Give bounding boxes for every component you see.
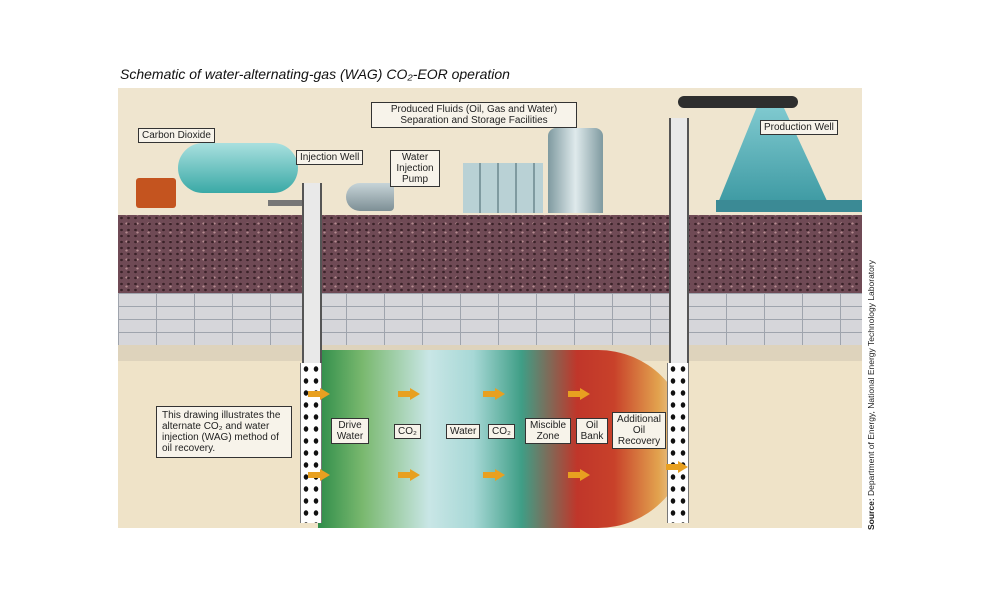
flow-arrow-icon [398,469,420,481]
production-well-perforations [667,363,689,523]
flow-arrow-icon [308,388,330,400]
pipeline-icon [268,200,308,206]
pumpjack-icon [678,96,798,108]
wag-diagram: Carbon Dioxide Injection Well Water Inje… [118,88,862,528]
source-label: Source: [866,498,876,530]
zone-drive-water: Drive Water [331,418,369,444]
zone-additional-oil-recovery: Additional Oil Recovery [612,412,666,449]
injection-well-perforations [300,363,322,523]
co2-tanker-icon [178,143,298,193]
zone-co2: CO₂ [394,424,421,439]
truck-icon [136,178,176,208]
label-injection-well: Injection Well [296,150,364,165]
label-production-well: Production Well [760,120,838,135]
label-produced-fluids: Produced Fluids (Oil, Gas and Water) Sep… [371,102,577,128]
separation-tanks-icon [463,163,543,213]
storage-tank-icon [548,128,603,213]
surface-soil-layer [118,215,862,293]
source-text: Department of Energy, National Energy Te… [866,260,876,496]
zone-miscible: Miscible Zone [525,418,571,444]
source-note: Source: Department of Energy, National E… [866,260,876,530]
flow-arrow-icon [568,388,590,400]
flow-arrow-icon [398,388,420,400]
figure-title: Schematic of water-alternating-gas (WAG)… [120,66,510,82]
label-carbon-dioxide: Carbon Dioxide [138,128,215,143]
label-description: This drawing illustrates the alternate C… [156,406,292,458]
flow-arrow-icon [308,469,330,481]
flow-arrow-icon [666,461,688,473]
injection-well-casing [302,183,322,373]
production-well-casing [669,118,689,373]
pumpjack-platform-icon [716,200,862,212]
flow-arrow-icon [483,388,505,400]
label-water-injection-pump: Water Injection Pump [390,150,440,187]
zone-oil-bank: Oil Bank [576,418,608,444]
caprock-layer [118,293,862,345]
zone-water: Water [446,424,481,439]
water-pump-icon [346,183,394,211]
flow-arrow-icon [483,469,505,481]
zone-co2: CO₂ [488,424,515,439]
flow-arrow-icon [568,469,590,481]
